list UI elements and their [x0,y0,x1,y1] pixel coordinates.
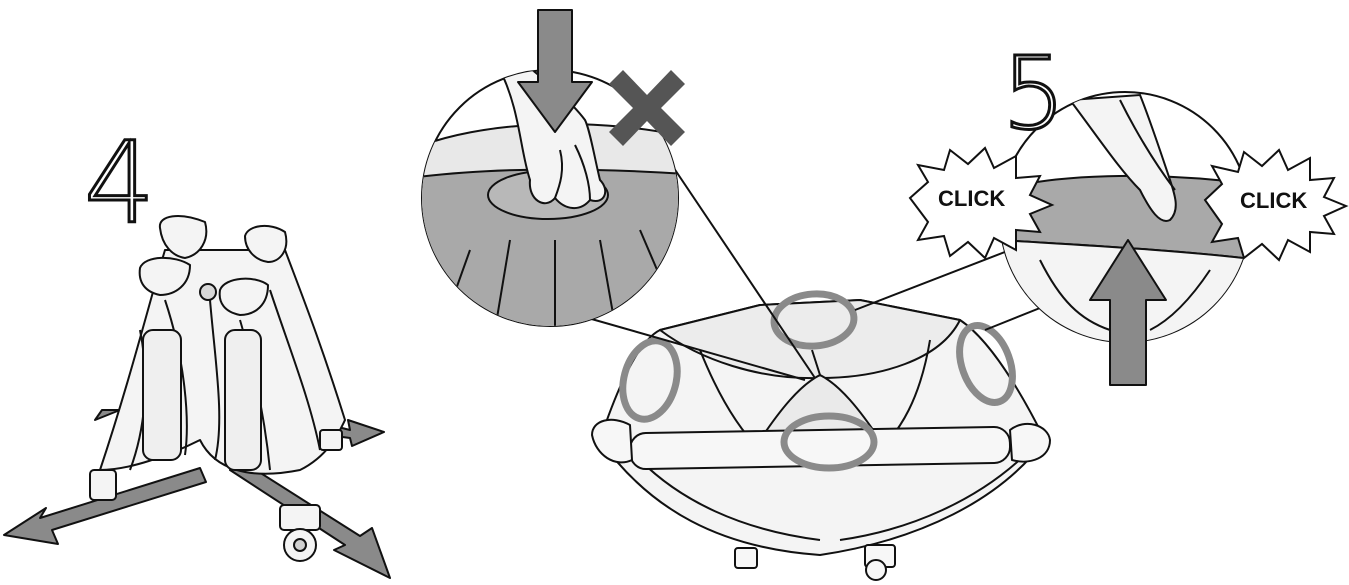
callout-line-right [854,249,1011,311]
ring-left [619,337,681,423]
folded-playpen [89,215,346,562]
pull-up-arrow-icon [1089,239,1167,386]
click-burst-right: CLICK [1203,148,1349,262]
click-label-right: CLICK [1240,188,1307,213]
callout-line-left [559,309,806,381]
open-playpen-group [559,139,1061,581]
ring-centre [780,412,878,472]
step-5-number: 5 [1002,35,1066,152]
highlight-rings [619,290,1016,472]
step-5-group: 5 CLICK CLICK [908,34,1349,386]
click-burst-left: CLICK [908,146,1055,260]
push-down-arrow-icon [517,9,593,133]
step-4-group: 4 [3,118,391,579]
detail-wrong-group [421,9,685,327]
step-4-number: 4 [84,119,155,249]
click-label-left: CLICK [938,186,1005,211]
ring-right [956,322,1016,406]
callout-line-left-2 [654,139,816,379]
ring-top [770,290,858,350]
wrong-cross-icon [609,70,685,146]
